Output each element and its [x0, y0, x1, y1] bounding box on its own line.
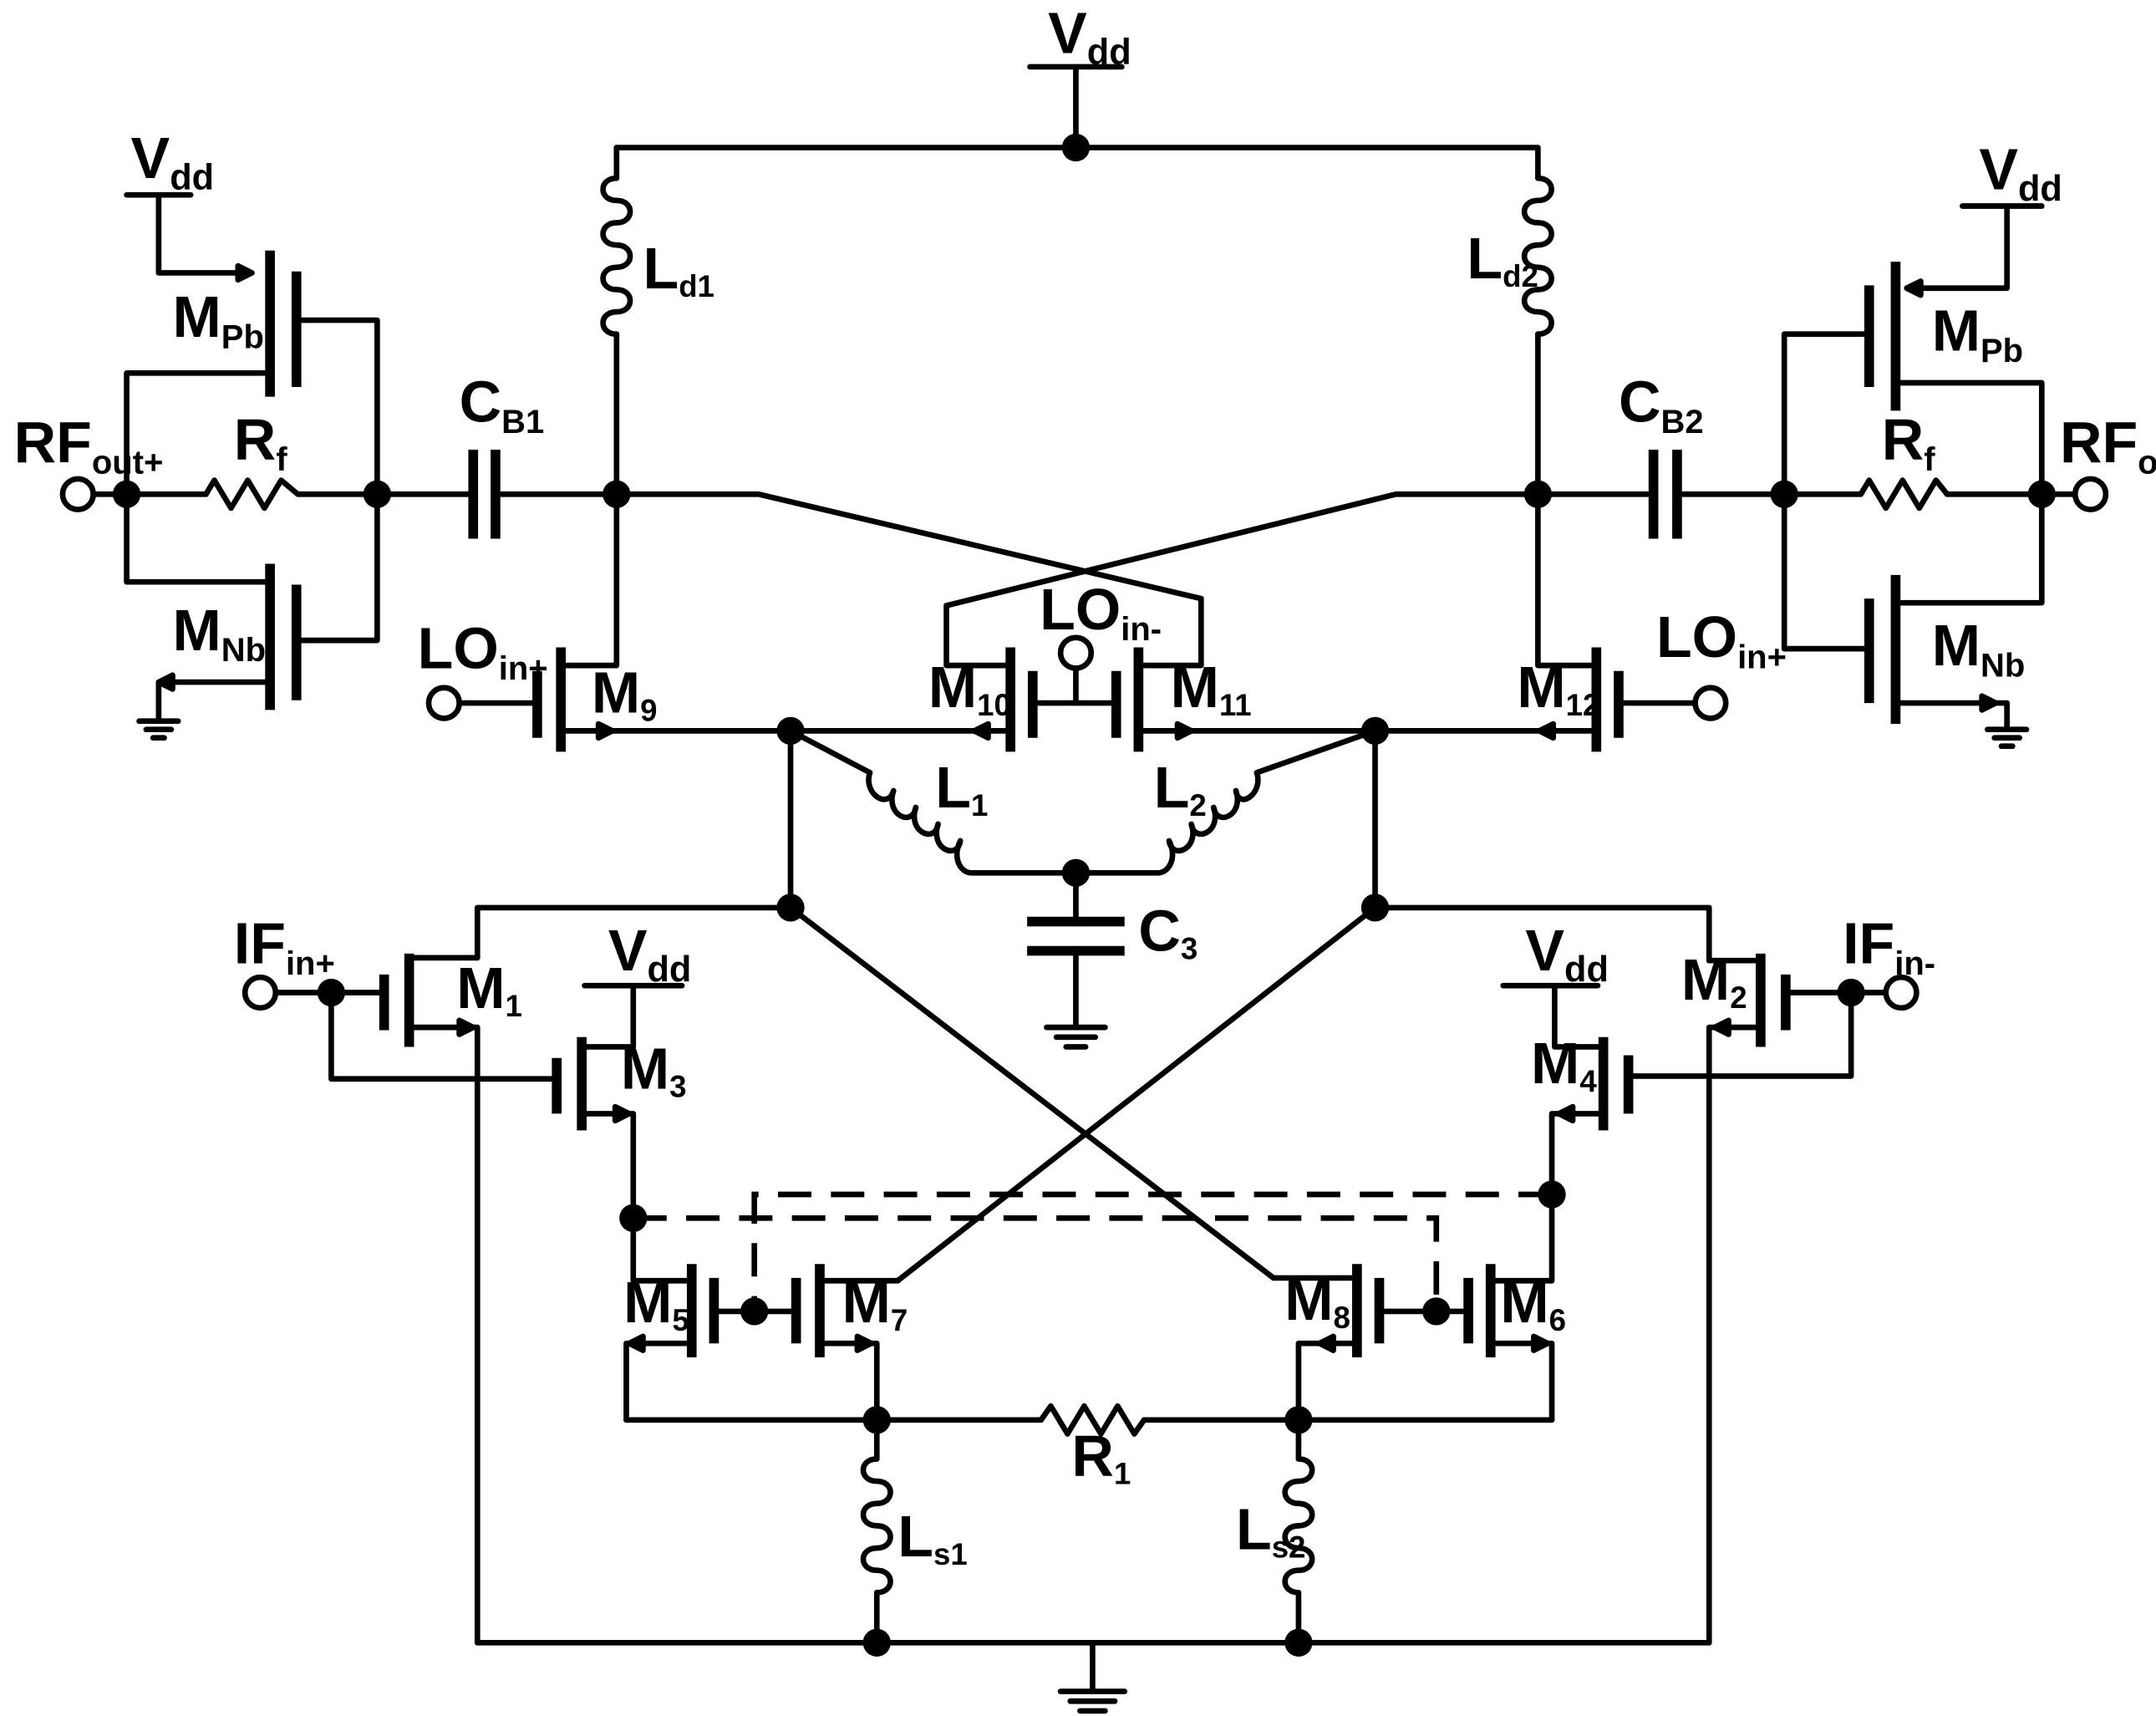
- label-cb2: CB2: [1619, 369, 1704, 440]
- label-lo-in-minus: LOin-: [1040, 577, 1162, 648]
- label-lo-in-plus-right: LOin+: [1656, 604, 1787, 675]
- label-ld2: Ld2: [1467, 226, 1538, 293]
- label-m1: M1: [456, 955, 522, 1023]
- transistor-m12: [1372, 491, 1698, 752]
- label-m2: M2: [1681, 947, 1747, 1015]
- label-rf-out-minus: RFout-: [2060, 410, 2156, 481]
- node-m8-m6-gate: [1422, 1297, 1451, 1326]
- label-m11: M11: [1171, 654, 1252, 722]
- lower-rails: [474, 728, 1712, 1284]
- transistor-m10-m11: [787, 647, 1378, 752]
- label-vdd-top: Vdd: [1048, 0, 1131, 72]
- node-buffer-right: [1770, 480, 1798, 508]
- node-cross-left: [776, 894, 805, 922]
- inductor-ld1: [600, 145, 633, 497]
- label-vdd-right: Vdd: [1979, 137, 2062, 209]
- label-if-in-minus: IFin-: [1843, 911, 1935, 982]
- label-m3: M3: [621, 1036, 687, 1103]
- inductors-l1-l2-c3: [787, 728, 1378, 1050]
- label-cb1: CB1: [460, 369, 545, 440]
- label-vdd-left: Vdd: [131, 125, 215, 197]
- label-m9: M9: [592, 660, 658, 728]
- label-vdd-m3: Vdd: [608, 918, 692, 990]
- port-lo-in-plus-left[interactable]: [425, 685, 462, 721]
- capacitor-cb2: [1535, 449, 1787, 539]
- node-r1-right: [1284, 1406, 1313, 1434]
- port-rf-out-plus[interactable]: [59, 476, 96, 512]
- vdd-node-dot: [1061, 133, 1091, 162]
- label-r1: R1: [1071, 1423, 1131, 1490]
- node-rf-out-left: [112, 480, 141, 508]
- node-ls1-ground: [862, 1628, 891, 1657]
- label-l2: L2: [1154, 755, 1207, 822]
- node-if-in-plus: [317, 978, 346, 1007]
- port-lo-in-plus-right[interactable]: [1692, 685, 1729, 721]
- transistor-m8-m6: [1270, 1191, 1555, 1423]
- component-labels: Vdd Vdd Vdd Vdd Vdd Ld1 Ld2 MPb MPb MNb …: [14, 0, 2156, 1571]
- label-c3: C3: [1138, 899, 1197, 966]
- label-m7: M7: [842, 1270, 908, 1337]
- label-if-in-plus: IFin+: [234, 911, 335, 982]
- dashed-bias-lines: [633, 1191, 1553, 1311]
- label-ld1: Ld1: [643, 236, 714, 303]
- label-rf-right: Rf: [1882, 407, 1936, 478]
- label-mnb-left: MNb: [173, 598, 267, 669]
- label-m4: M4: [1531, 1031, 1597, 1098]
- label-mnb-right: MNb: [1932, 613, 2026, 684]
- node-ls2-ground: [1284, 1628, 1313, 1657]
- label-l1: L1: [935, 755, 988, 822]
- label-rf-left: Rf: [234, 407, 288, 478]
- if-input-left: [271, 953, 685, 1646]
- label-m6: M6: [1500, 1270, 1566, 1337]
- label-ls1: Ls1: [897, 1504, 967, 1571]
- port-if-in-minus[interactable]: [1883, 974, 1920, 1011]
- label-mpb-left: MPb: [173, 284, 264, 355]
- capacitor-cb1: [374, 449, 620, 539]
- node-r1-left: [862, 1406, 891, 1434]
- label-rf-out-plus: RFout+: [14, 410, 164, 481]
- left-output-buffer: [78, 191, 380, 741]
- port-rf-out-minus[interactable]: [2072, 476, 2109, 512]
- node-if-in-minus: [1837, 978, 1865, 1007]
- node-m5-m7-gate: [740, 1297, 769, 1326]
- degeneration-network: [474, 1403, 1712, 1714]
- label-lo-in-plus-left: LOin+: [418, 615, 548, 686]
- lo-switch-cross-wires: [613, 491, 1541, 669]
- label-mpb-right: MPb: [1932, 298, 2023, 369]
- label-m5: M5: [623, 1270, 689, 1337]
- inductor-ld2: [1522, 145, 1554, 497]
- transistor-m9: [456, 491, 794, 752]
- node-buffer-left: [363, 480, 392, 508]
- label-m10: M10: [928, 654, 1011, 722]
- label-vdd-m4: Vdd: [1525, 918, 1609, 990]
- node-rf-out-right: [2027, 480, 2056, 508]
- port-lo-in-minus[interactable]: [1057, 634, 1095, 671]
- label-m8: M8: [1284, 1267, 1350, 1335]
- node-cross-right: [1360, 894, 1390, 922]
- label-m12: M12: [1517, 654, 1599, 722]
- label-ls2: Ls2: [1236, 1497, 1305, 1565]
- if-input-right: [1500, 953, 1892, 1646]
- node-c3: [1061, 858, 1091, 887]
- port-if-in-plus[interactable]: [242, 974, 279, 1011]
